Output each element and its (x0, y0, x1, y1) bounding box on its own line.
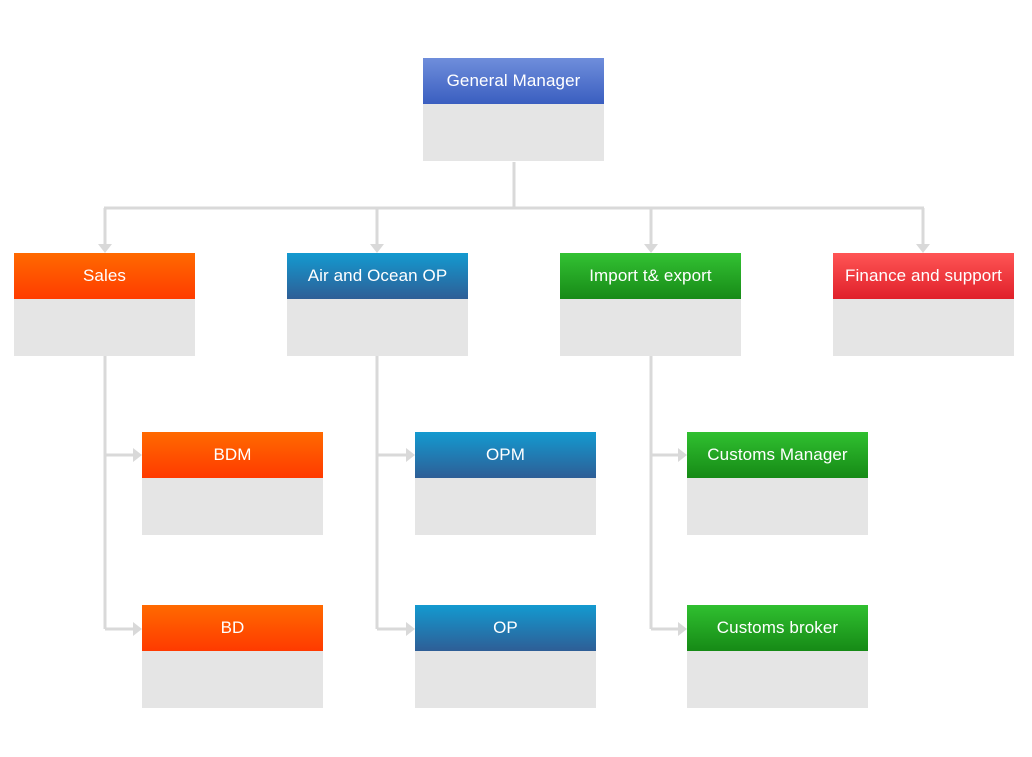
arrowhead-import-export (644, 244, 658, 253)
node-body (415, 651, 596, 708)
arrowhead-customs-broker (678, 622, 687, 636)
node-bdm: BDM (142, 432, 323, 535)
node-title: Customs Manager (687, 432, 868, 478)
node-title: BDM (142, 432, 323, 478)
arrowhead-sales (98, 244, 112, 253)
node-customs-broker: Customs broker (687, 605, 868, 708)
arrowhead-air-ocean (370, 244, 384, 253)
arrowhead-finance (916, 244, 930, 253)
node-customs-manager: Customs Manager (687, 432, 868, 535)
node-title: BD (142, 605, 323, 651)
node-title: Import t& export (560, 253, 741, 299)
node-general-manager: General Manager (423, 58, 604, 161)
arrowhead-bdm (133, 448, 142, 462)
node-title: Finance and support (833, 253, 1014, 299)
node-title: Sales (14, 253, 195, 299)
node-body (142, 651, 323, 708)
node-sales: Sales (14, 253, 195, 356)
node-title: OPM (415, 432, 596, 478)
node-body (142, 478, 323, 535)
arrowhead-opm (406, 448, 415, 462)
node-title: Customs broker (687, 605, 868, 651)
node-title: General Manager (423, 58, 604, 104)
arrowhead-customs-manager (678, 448, 687, 462)
node-body (287, 299, 468, 356)
node-title: Air and Ocean OP (287, 253, 468, 299)
node-title: OP (415, 605, 596, 651)
arrowhead-op (406, 622, 415, 636)
node-body (687, 651, 868, 708)
node-body (423, 104, 604, 161)
node-body (415, 478, 596, 535)
node-bd: BD (142, 605, 323, 708)
node-opm: OPM (415, 432, 596, 535)
arrowhead-bd (133, 622, 142, 636)
node-body (560, 299, 741, 356)
node-body (833, 299, 1014, 356)
node-finance-and-support: Finance and support (833, 253, 1014, 356)
node-body (14, 299, 195, 356)
node-import-export: Import t& export (560, 253, 741, 356)
node-air-and-ocean-op: Air and Ocean OP (287, 253, 468, 356)
node-op: OP (415, 605, 596, 708)
node-body (687, 478, 868, 535)
